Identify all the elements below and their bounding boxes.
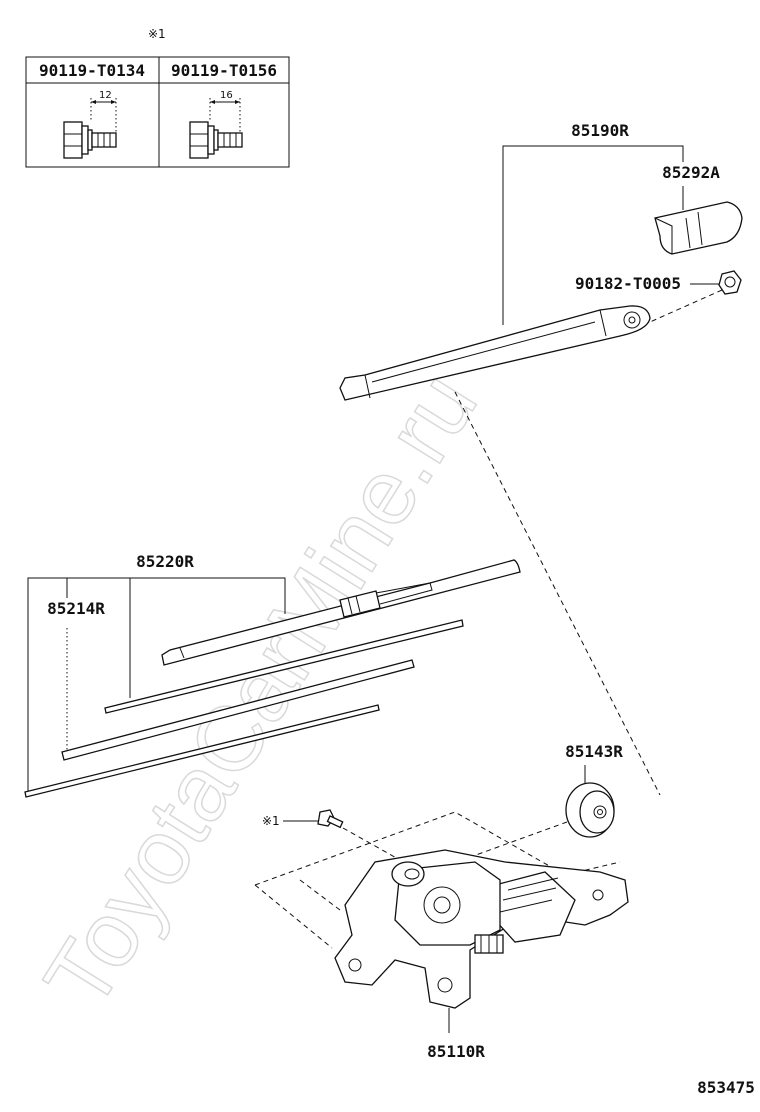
- bolt-dimension-2: 16: [220, 90, 233, 101]
- label-85110R: 85110R: [427, 1042, 485, 1061]
- bolt-part-no-2: 90119-T0156: [171, 61, 277, 80]
- leader-85190R: [502, 145, 684, 325]
- wiper-rubber-strips: [24, 619, 464, 798]
- diagram-code: 853475: [697, 1078, 755, 1097]
- bolt-table-mark: ※1: [148, 27, 166, 41]
- label-85214R: 85214R: [47, 599, 105, 618]
- label-85292A: 85292A: [662, 163, 720, 182]
- bolt-table: ※1 90119-T0134 90119-T0156 12 16: [25, 27, 290, 168]
- assembly-bolt-mark: ※1: [262, 814, 280, 828]
- bolt-drawing-2: 16: [189, 90, 243, 159]
- motor-group: 85110R: [254, 811, 629, 1061]
- bolt-table-frame: [25, 56, 290, 168]
- label-85220R: 85220R: [136, 552, 194, 571]
- pivot-cap-group: 85143R: [439, 742, 623, 869]
- bolt-part-no-1: 90119-T0134: [39, 61, 145, 80]
- label-85143R: 85143R: [565, 742, 623, 761]
- wiper-blade: [161, 559, 521, 666]
- bolt-dimension-1: 12: [99, 90, 112, 101]
- nut: [718, 270, 742, 295]
- assembly-bolt: ※1: [262, 809, 401, 861]
- wiper-arm-cover: [654, 201, 743, 255]
- pivot-cap: [565, 782, 615, 838]
- wiper-arm: [339, 305, 651, 401]
- blade-group: 85220R 85214R: [24, 552, 521, 798]
- label-90182-T0005: 90182-T0005: [575, 274, 681, 293]
- wiper-motor: [334, 849, 629, 1009]
- label-85190R: 85190R: [571, 121, 629, 140]
- arm-group: 85190R 85292A 90182-T0005: [339, 121, 743, 796]
- leader-85220R-frame: [27, 577, 286, 795]
- bolt-drawing-1: 12: [63, 90, 117, 159]
- arm-to-cap-dashline: [454, 391, 661, 796]
